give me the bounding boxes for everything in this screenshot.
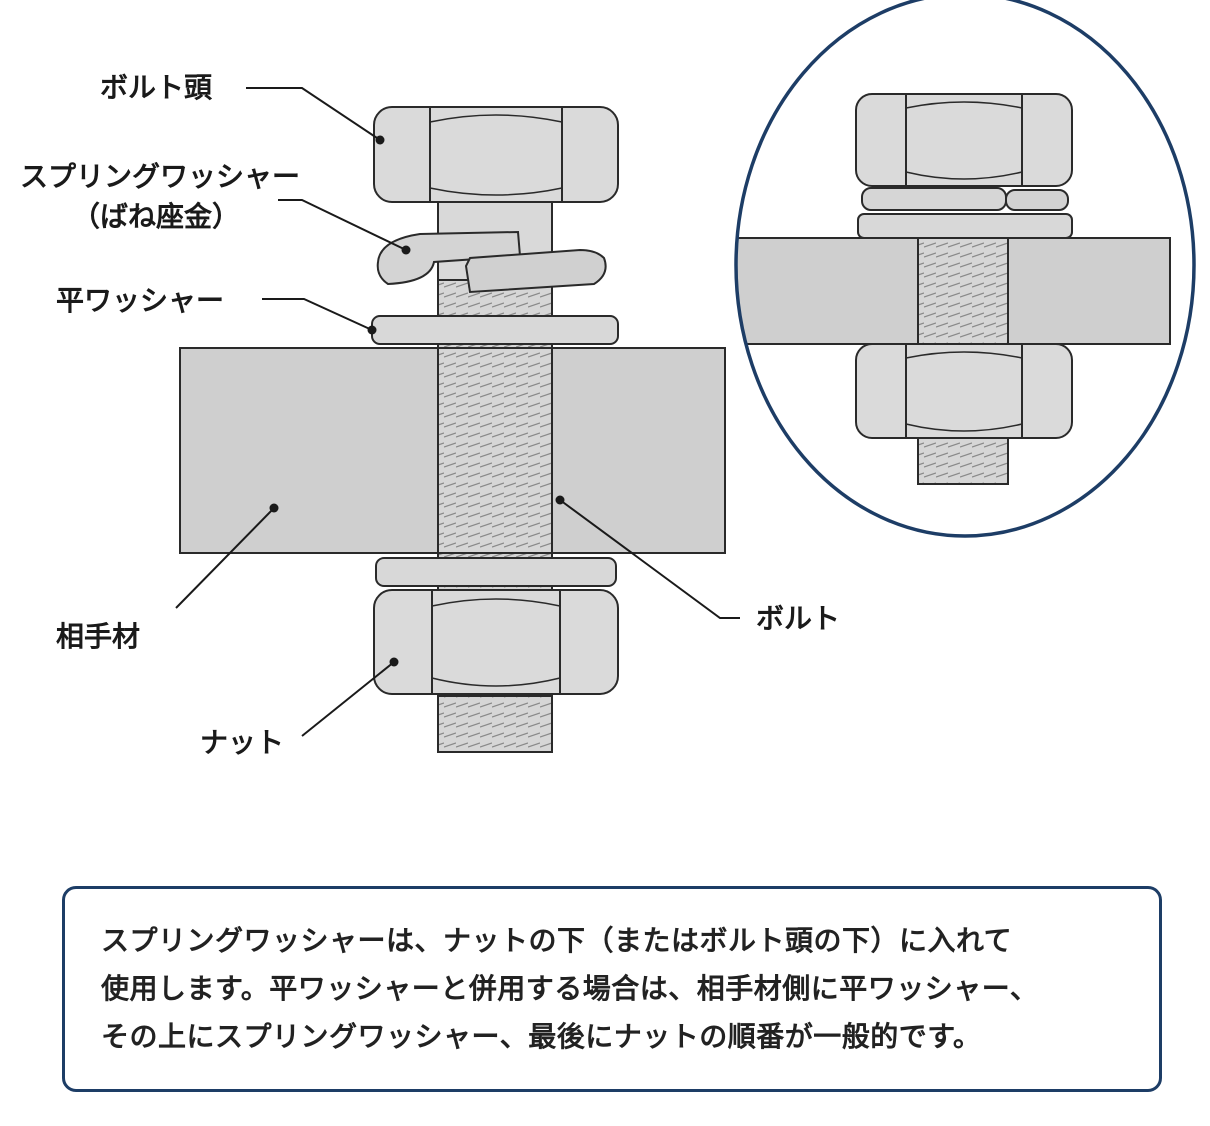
- label-nut: ナット: [200, 726, 284, 759]
- label-bolt-head: ボルト頭: [100, 71, 213, 104]
- nut: [373, 589, 619, 695]
- note-line-1: スプリングワッシャーは、ナットの下（またはボルト頭の下）に入れて: [101, 924, 1013, 957]
- detail-nut: [855, 343, 1073, 439]
- leader-nut: [301, 661, 395, 737]
- label-spring-washer: スプリングワッシャー: [20, 160, 300, 193]
- explanation-box: スプリングワッシャーは、ナットの下（またはボルト頭の下）に入れて 使用します。平…: [62, 886, 1162, 1092]
- leader-dots: [269, 135, 565, 667]
- detail-bolt-tail: [917, 437, 1009, 485]
- leader-flat-washer: [262, 298, 373, 331]
- detail-view: [734, 0, 1196, 538]
- note-line-2: 使用します。平ワッシャーと併用する場合は、相手材側に平ワッシャー、: [101, 972, 1039, 1005]
- detail-spring-washer: [861, 187, 1069, 211]
- note-line-3: その上にスプリングワッシャー、最後にナットの順番が一般的です。: [101, 1020, 982, 1053]
- spring-washer: [376, 230, 607, 294]
- bolt-thread-in-plate: [437, 347, 553, 554]
- bolt-head: [373, 106, 619, 203]
- label-spring-washer-alias: （ばね座金）: [72, 200, 240, 233]
- bolt-assembly-diagram: ボルト頭 スプリングワッシャー （ばね座金） 平ワッシャー 相手材 ナット ボル…: [20, 0, 1196, 759]
- detail-circle-border: [734, 0, 1196, 538]
- detail-flat-washer: [857, 213, 1073, 239]
- leader-spring-washer: [278, 199, 407, 251]
- bolt-tail: [437, 695, 553, 753]
- flat-washer-bottom: [375, 557, 617, 587]
- label-mating-member: 相手材: [56, 620, 140, 653]
- detail-bolt-head: [855, 93, 1073, 187]
- leader-lines: [175, 87, 740, 737]
- leader-bolt: [559, 499, 740, 619]
- flat-washer-top: [371, 315, 619, 345]
- leader-bolt-head: [246, 87, 381, 141]
- main-assembly: [179, 106, 726, 753]
- label-bolt: ボルト: [756, 602, 840, 635]
- label-flat-washer: 平ワッシャー: [56, 284, 224, 317]
- leader-mating-member: [175, 507, 275, 609]
